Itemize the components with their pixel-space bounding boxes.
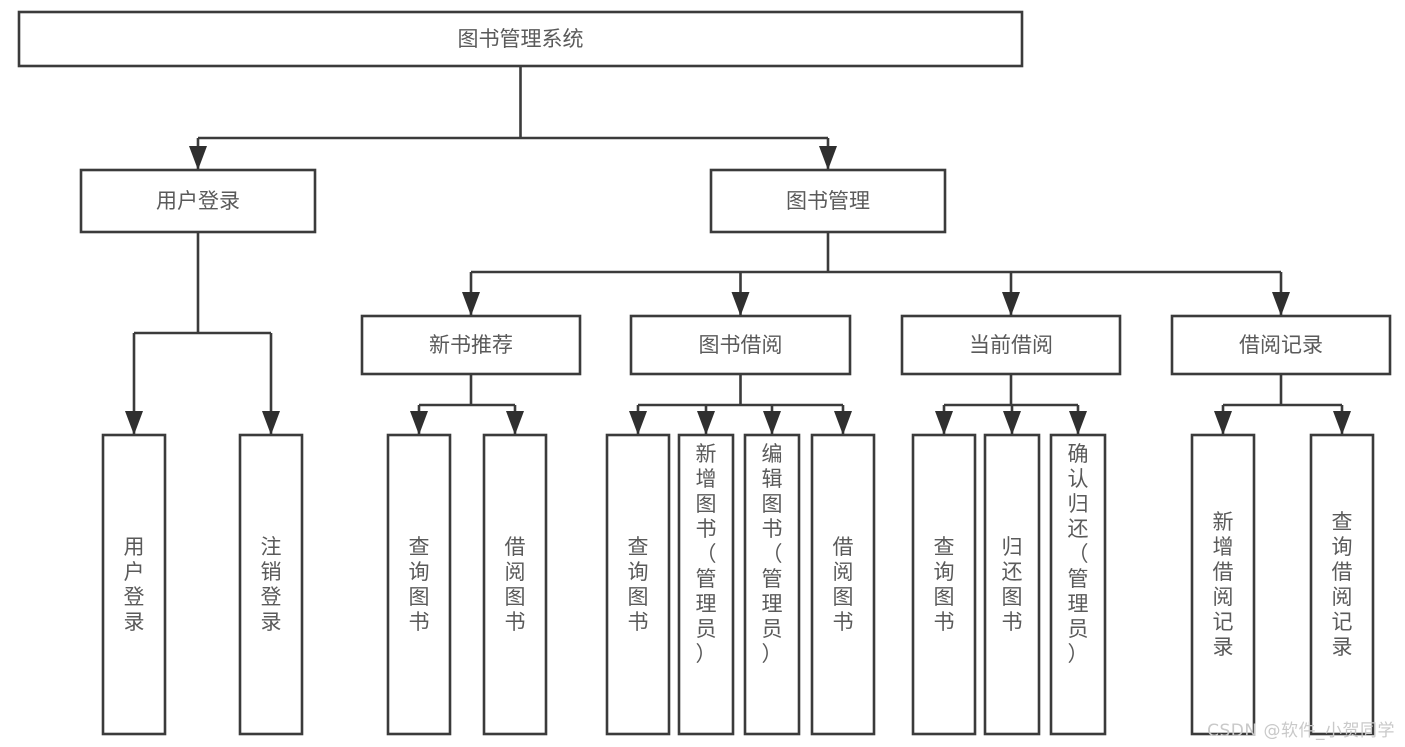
boxes-layer: 图书管理系统用户登录图书管理新书推荐图书借阅当前借阅借阅记录用户登录注销登录查询… <box>17 10 1392 736</box>
node-level3-1-rect <box>629 314 852 376</box>
arrow-down-icon-level2-1 <box>819 146 837 170</box>
node-leaf-12-rect <box>1309 433 1375 736</box>
node-level2-1-label: 图书管理 <box>786 189 870 213</box>
node-leaf-12-label: 查询借阅记录 <box>1332 510 1353 659</box>
node-leaf-6-label: 编辑图书（管理员） <box>762 442 783 666</box>
connectors-layer <box>125 66 1351 435</box>
node-leaf-5-label: 新增图书（管理员） <box>696 442 717 666</box>
node-level3-0[interactable]: 新书推荐 <box>360 314 582 376</box>
node-leaf-12[interactable]: 查询借阅记录 <box>1309 433 1375 736</box>
node-level2-0-label: 用户登录 <box>156 189 240 213</box>
node-leaf-4[interactable]: 查询图书 <box>605 433 671 736</box>
node-leaf-1-label: 注销登录 <box>261 535 282 634</box>
node-leaf-11[interactable]: 新增借阅记录 <box>1190 433 1256 736</box>
arrow-down-icon-leaf-10 <box>1069 411 1087 435</box>
node-level2-1-rect <box>709 168 947 234</box>
node-level3-1-label: 图书借阅 <box>699 333 783 357</box>
node-leaf-1[interactable]: 注销登录 <box>238 433 304 736</box>
node-level3-3-rect <box>1170 314 1392 376</box>
node-level2-1[interactable]: 图书管理 <box>709 168 947 234</box>
node-leaf-10-label: 确认归还（管理员） <box>1068 442 1089 666</box>
node-leaf-7-rect <box>810 433 876 736</box>
node-leaf-8-rect <box>911 433 977 736</box>
node-leaf-2-rect <box>386 433 452 736</box>
node-leaf-8-label: 查询图书 <box>934 535 955 634</box>
node-leaf-4-rect <box>605 433 671 736</box>
node-leaf-3[interactable]: 借阅图书 <box>482 433 548 736</box>
node-leaf-1-rect <box>238 433 304 736</box>
arrow-down-icon-leaf-8 <box>935 411 953 435</box>
node-leaf-5[interactable]: 新增图书（管理员） <box>677 433 735 736</box>
node-level2-0[interactable]: 用户登录 <box>79 168 317 234</box>
node-level3-2-rect <box>900 314 1122 376</box>
node-root-label: 图书管理系统 <box>458 27 584 51</box>
node-leaf-3-rect <box>482 433 548 736</box>
arrow-down-icon-leaf-9 <box>1003 411 1021 435</box>
node-leaf-7[interactable]: 借阅图书 <box>810 433 876 736</box>
node-leaf-6[interactable]: 编辑图书（管理员） <box>743 433 801 736</box>
arrow-down-icon-level3-0 <box>462 292 480 316</box>
node-root-rect <box>17 10 1024 68</box>
node-leaf-7-label: 借阅图书 <box>833 535 854 634</box>
node-leaf-8[interactable]: 查询图书 <box>911 433 977 736</box>
node-level3-0-rect <box>360 314 582 376</box>
node-leaf-3-label: 借阅图书 <box>505 535 526 634</box>
arrow-down-icon-level3-2 <box>1002 292 1020 316</box>
node-level3-3[interactable]: 借阅记录 <box>1170 314 1392 376</box>
node-level3-2[interactable]: 当前借阅 <box>900 314 1122 376</box>
arrow-down-icon-leaf-4 <box>629 411 647 435</box>
node-leaf-11-rect <box>1190 433 1256 736</box>
arrow-down-icon-leaf-1 <box>262 411 280 435</box>
node-leaf-11-label: 新增借阅记录 <box>1213 510 1234 659</box>
node-leaf-0-rect <box>101 433 167 736</box>
node-leaf-10[interactable]: 确认归还（管理员） <box>1049 433 1107 736</box>
node-leaf-0-label: 用户登录 <box>124 535 145 634</box>
arrow-down-icon-level2-0 <box>189 146 207 170</box>
node-leaf-4-label: 查询图书 <box>628 535 649 634</box>
node-leaf-5-rect <box>677 433 735 736</box>
arrow-down-icon-leaf-11 <box>1214 411 1232 435</box>
node-leaf-10-rect <box>1049 433 1107 736</box>
arrow-down-icon-leaf-5 <box>697 411 715 435</box>
node-leaf-9-rect <box>983 433 1041 736</box>
arrow-down-icon-leaf-6 <box>763 411 781 435</box>
arrow-down-icon-leaf-2 <box>410 411 428 435</box>
arrow-down-icon-level3-3 <box>1272 292 1290 316</box>
node-root[interactable]: 图书管理系统 <box>17 10 1024 68</box>
arrow-down-icon-level3-1 <box>731 292 750 316</box>
node-level3-2-label: 当前借阅 <box>969 333 1053 357</box>
node-leaf-2[interactable]: 查询图书 <box>386 433 452 736</box>
arrow-down-icon-leaf-12 <box>1333 411 1351 435</box>
csdn-watermark: CSDN @软件_小贺同学 <box>1207 721 1395 741</box>
node-leaf-2-label: 查询图书 <box>409 535 430 634</box>
node-leaf-9-label: 归还图书 <box>1002 535 1023 634</box>
node-level3-3-label: 借阅记录 <box>1239 333 1323 357</box>
arrow-down-icon-leaf-0 <box>125 411 143 435</box>
node-leaf-0[interactable]: 用户登录 <box>101 433 167 736</box>
node-leaf-9[interactable]: 归还图书 <box>983 433 1041 736</box>
node-level3-1[interactable]: 图书借阅 <box>629 314 852 376</box>
node-leaf-6-rect <box>743 433 801 736</box>
arrow-down-icon-leaf-7 <box>834 411 852 435</box>
arrow-down-icon-leaf-3 <box>506 411 524 435</box>
node-level3-0-label: 新书推荐 <box>429 333 513 357</box>
node-level2-0-rect <box>79 168 317 234</box>
